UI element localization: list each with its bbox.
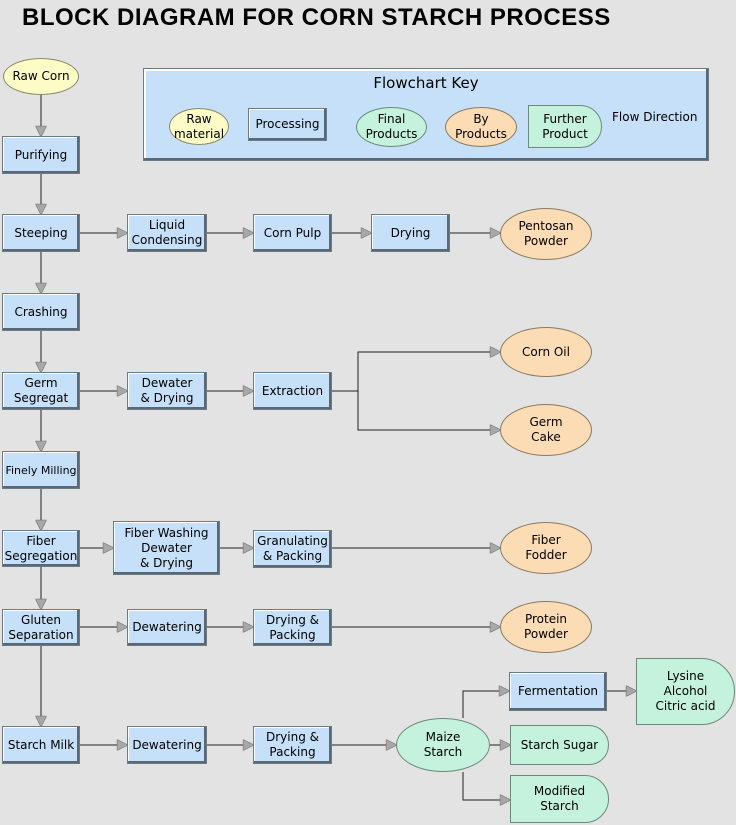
node-steeping: Steeping	[2, 214, 80, 252]
key-further-product: Further Product	[528, 105, 602, 148]
key-title: Flowchart Key	[373, 74, 479, 92]
node-modified-starch: Modified Starch	[510, 775, 609, 823]
node-fiber-segregation: Fiber Segregation	[2, 530, 80, 567]
node-germ-segregat: Germ Segregat	[2, 372, 80, 410]
node-corn-oil: Corn Oil	[500, 327, 592, 377]
node-pentosan-powder: Pentosan Powder	[500, 208, 592, 260]
key-processing: Processing	[248, 108, 327, 141]
key-by-products: By Products	[445, 107, 517, 147]
key-final-products: Final Products	[356, 107, 427, 147]
node-drying-packing-2: Drying & Packing	[253, 726, 332, 764]
node-dewater-drying: Dewater & Drying	[127, 372, 207, 410]
node-fermentation: Fermentation	[509, 672, 607, 711]
node-drying-packing-1: Drying & Packing	[253, 609, 332, 646]
node-dewatering-1: Dewatering	[127, 609, 207, 646]
node-starch-sugar: Starch Sugar	[510, 725, 609, 765]
node-fiber-washing: Fiber Washing Dewater & Drying	[113, 521, 220, 575]
node-gluten-separation: Gluten Separation	[2, 609, 80, 646]
node-protein-powder: Protein Powder	[500, 601, 592, 653]
diagram-title: BLOCK DIAGRAM FOR CORN STARCH PROCESS	[22, 4, 611, 31]
node-liquid-condensing: Liquid Condensing	[127, 214, 207, 252]
node-germ-cake: Germ Cake	[500, 404, 592, 456]
node-granulating-packing: Granulating & Packing	[253, 530, 332, 568]
node-extraction: Extraction	[253, 372, 332, 410]
node-fiber-fodder: Fiber Fodder	[500, 522, 592, 574]
node-raw-corn: Raw Corn	[3, 58, 79, 95]
node-starch-milk: Starch Milk	[2, 726, 80, 764]
node-corn-pulp: Corn Pulp	[253, 214, 332, 252]
node-maize-starch: Maize Starch	[396, 718, 490, 772]
node-dewatering-2: Dewatering	[127, 726, 207, 764]
key-flow-direction: Flow Direction	[612, 110, 698, 124]
node-drying: Drying	[371, 214, 450, 252]
flowchart-key: Flowchart Key	[143, 68, 709, 161]
node-crashing: Crashing	[2, 293, 80, 331]
node-purifying: Purifying	[2, 136, 80, 174]
node-lysine-alcohol-citric-acid: Lysine Alcohol Citric acid	[636, 658, 735, 725]
node-finely-milling: Finely Milling	[2, 451, 80, 489]
key-raw-material: Raw material	[169, 108, 229, 145]
